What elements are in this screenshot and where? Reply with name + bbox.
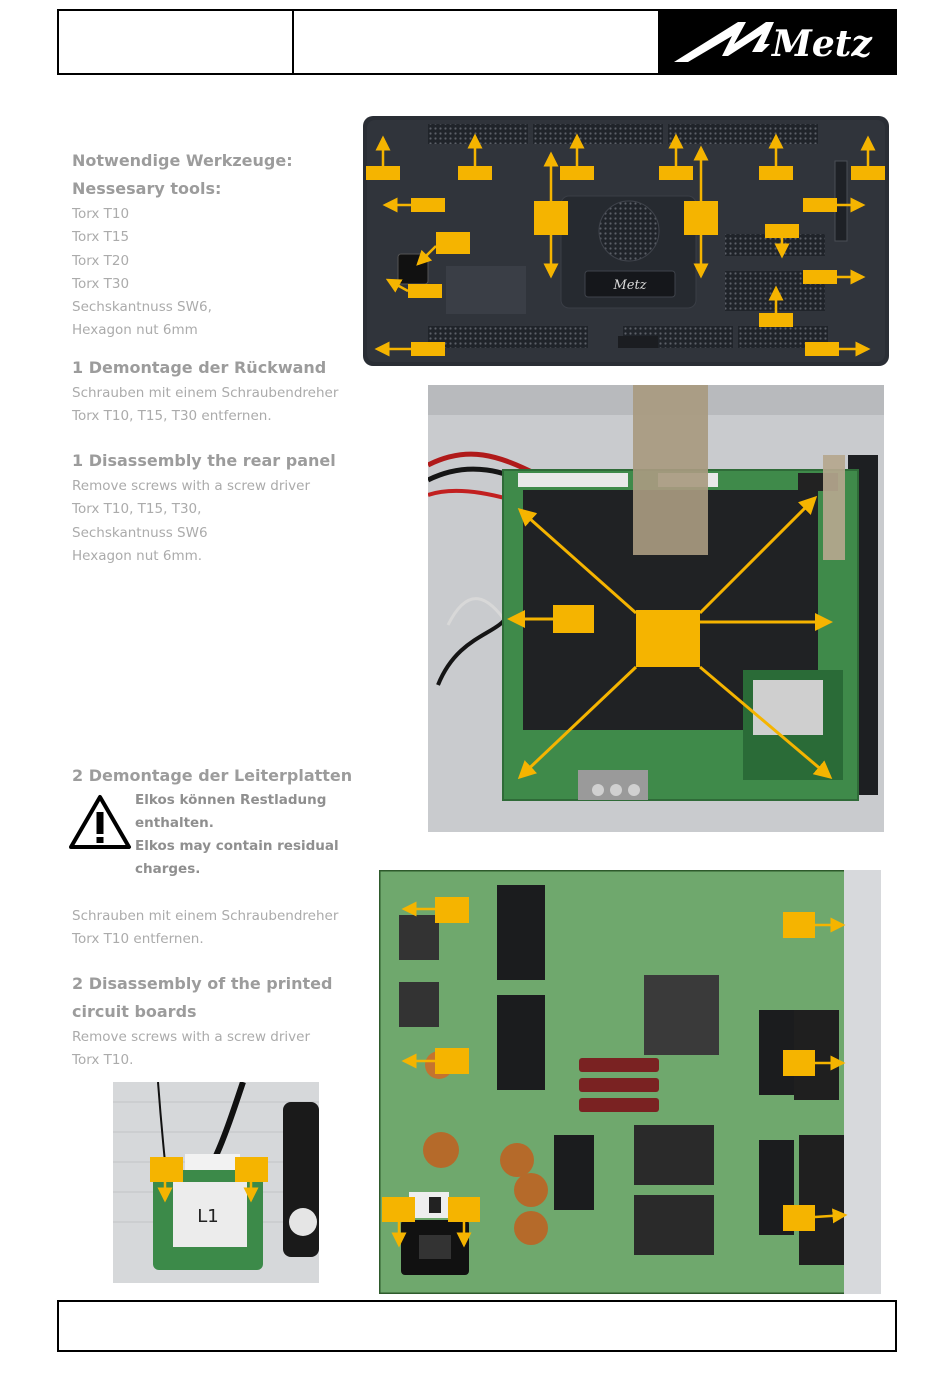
warning-line: enthalten. bbox=[135, 815, 214, 831]
step2-en-line: Remove screws with a screw driver bbox=[72, 1029, 311, 1045]
step2-de-line: Schrauben mit einem Schraubendreher bbox=[72, 908, 339, 924]
header-cell-left bbox=[59, 11, 294, 73]
tool-item: Torx T30 bbox=[72, 275, 130, 292]
step1-en-line: Hexagon nut 6mm. bbox=[72, 547, 203, 564]
warning-triangle-icon bbox=[69, 795, 131, 849]
tool-item: Torx T20 bbox=[72, 252, 130, 269]
tv-badge: Metz bbox=[612, 278, 646, 293]
step1-de-line: Torx T10, T15, T30 entfernen. bbox=[72, 408, 272, 425]
step2-en-title: 2 Disassembly of the printed bbox=[72, 974, 333, 993]
tool-item: Sechskantnuss SW6, bbox=[72, 299, 212, 316]
page-footer bbox=[57, 1300, 897, 1352]
step1-en-line: Remove screws with a screw driver bbox=[72, 478, 311, 494]
metz-logo: Metz bbox=[673, 22, 873, 65]
tool-item: Torx T10 bbox=[72, 206, 130, 222]
step2-en-line: Torx T10. bbox=[72, 1052, 134, 1069]
warning-line: charges. bbox=[135, 861, 201, 877]
step2-de-body: Schrauben mit einem Schraubendreher Torx… bbox=[72, 905, 362, 952]
step1-en-section: 1 Disassembly the rear panel Remove scre… bbox=[72, 447, 362, 568]
step1-en-line: Sechskantnuss SW6 bbox=[72, 524, 208, 541]
rear-panel-photo: Metz bbox=[363, 116, 889, 366]
tool-item: Torx T15 bbox=[72, 229, 130, 246]
step2-de-line: Torx T10 entfernen. bbox=[72, 931, 204, 948]
step1-de-line: Schrauben mit einem Schraubendreher bbox=[72, 385, 339, 401]
header-logo-cell: Metz bbox=[660, 11, 895, 73]
step1-de-section: 1 Demontage der Rückwand Schrauben mit e… bbox=[72, 354, 362, 429]
warning-text: Elkos können Restladung enthalten. Elkos… bbox=[135, 789, 355, 881]
power-board-photo bbox=[379, 870, 881, 1294]
step2-de-title: 2 Demontage der Leiterplatten bbox=[72, 766, 353, 785]
main-board-photo bbox=[428, 385, 884, 832]
step1-en-line: Torx T10, T15, T30, bbox=[72, 501, 202, 518]
step1-de-title: 1 Demontage der Rückwand bbox=[72, 358, 327, 377]
module-photo: L1 bbox=[113, 1082, 319, 1283]
module-label: L1 bbox=[197, 1206, 218, 1227]
warning-line: Elkos may contain residual bbox=[135, 838, 339, 854]
logo-text: Metz bbox=[770, 23, 873, 65]
tools-title-de: Notwendige Werkzeuge: bbox=[72, 151, 293, 170]
page-header: Metz bbox=[57, 9, 897, 75]
tools-title-en: Nessesary tools: bbox=[72, 179, 222, 198]
step1-en-title: 1 Disassembly the rear panel bbox=[72, 451, 336, 470]
step2-en-section: 2 Disassembly of the printed circuit boa… bbox=[72, 970, 362, 1073]
header-cell-middle bbox=[294, 11, 660, 73]
tools-section: Notwendige Werkzeuge: Nessesary tools: T… bbox=[72, 147, 362, 343]
step2-de-title-wrap: 2 Demontage der Leiterplatten bbox=[72, 762, 362, 790]
screw-markers bbox=[366, 166, 885, 356]
step2-en-title: circuit boards bbox=[72, 1002, 197, 1021]
tool-item: Hexagon nut 6mm bbox=[72, 322, 198, 339]
warning-line: Elkos können Restladung bbox=[135, 792, 327, 808]
